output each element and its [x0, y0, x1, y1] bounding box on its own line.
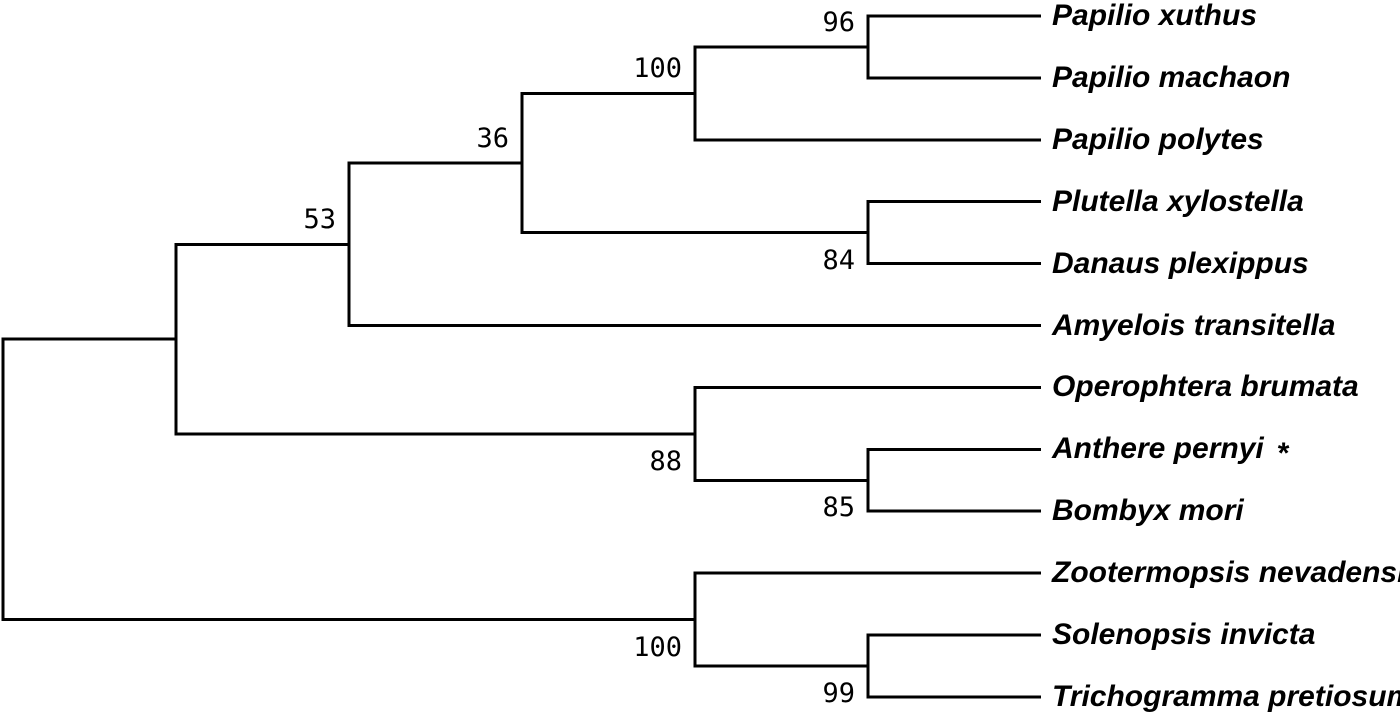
species-name: Operophtera brumata: [1052, 370, 1359, 404]
species-label: Amyelois transitella: [1052, 308, 1336, 342]
species-label: Bombyx mori: [1052, 496, 1244, 526]
species-name: Papilio xuthus: [1052, 0, 1258, 32]
bootstrap-value: 88: [649, 445, 682, 477]
species-label: Papilio polytes: [1052, 122, 1264, 156]
species-name: Solenopsis invicta: [1052, 618, 1316, 651]
species-label: Operophtera brumata: [1052, 372, 1359, 402]
species-label: Danaus plexippus: [1052, 246, 1309, 280]
species-name: Papilio machaon: [1052, 60, 1291, 94]
asterisk-marker: *: [1277, 437, 1290, 471]
species-label: Anthere pernyi *: [1052, 432, 1289, 469]
species-name: Amyelois transitella: [1052, 308, 1336, 342]
species-name: Trichogramma pretiosum: [1052, 679, 1400, 713]
species-label: Solenopsis invicta: [1052, 620, 1315, 650]
bootstrap-value: 85: [822, 492, 855, 524]
bootstrap-value: 36: [476, 123, 509, 154]
bootstrap-value: 84: [822, 244, 855, 276]
species-label: Trichogramma pretiosum: [1052, 679, 1400, 713]
species-label: Papilio xuthus: [1052, 1, 1257, 31]
species-name: Anthere pernyi: [1052, 432, 1264, 466]
bootstrap-value: 96: [822, 6, 855, 38]
species-name: Papilio polytes: [1052, 122, 1264, 156]
species-name: Plutella xylostella: [1052, 184, 1304, 218]
species-name: Zootermopsis nevadensis: [1052, 556, 1400, 590]
bootstrap-value: 53: [303, 204, 336, 236]
species-name: Bombyx mori: [1052, 494, 1244, 528]
species-name: Danaus plexippus: [1052, 246, 1309, 280]
species-label: Plutella xylostella: [1052, 184, 1304, 218]
bootstrap-value: 100: [633, 631, 682, 663]
species-label: Zootermopsis nevadensis: [1052, 558, 1400, 588]
bootstrap-value: 100: [633, 53, 682, 85]
species-label: Papilio machaon: [1052, 60, 1291, 94]
bootstrap-value: 99: [822, 677, 855, 709]
